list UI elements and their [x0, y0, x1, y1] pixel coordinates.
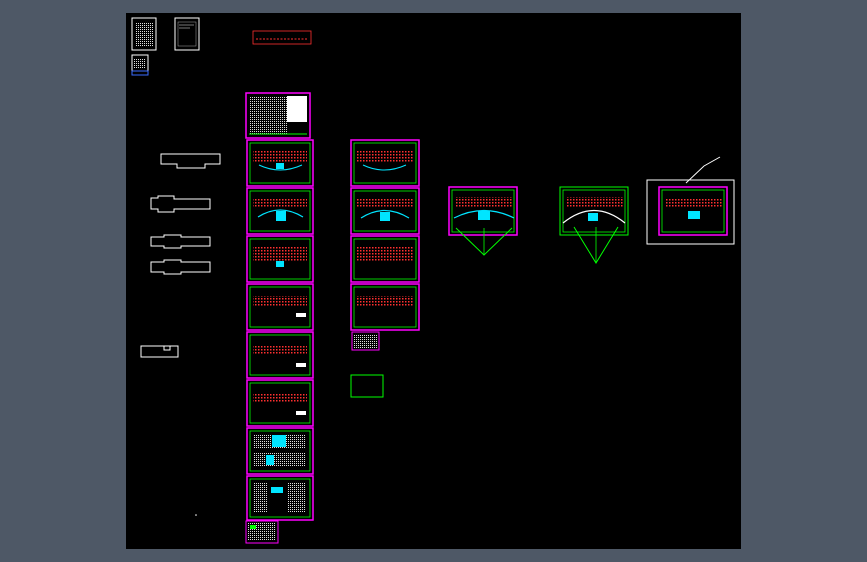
- elevation-sheet-c1-1[interactable]: [246, 427, 314, 475]
- fan-plan-sheet-3-selected[interactable]: [646, 156, 735, 245]
- plan-sheet-c1-6[interactable]: [246, 379, 314, 427]
- section-sheet-c1-1[interactable]: [246, 475, 314, 521]
- plan-sheet-c2-2[interactable]: [350, 187, 420, 235]
- plan-sheet-c2-1[interactable]: [350, 139, 420, 187]
- cad-model-viewport[interactable]: [126, 13, 741, 549]
- plan-sheet-c1-4[interactable]: [246, 283, 314, 331]
- plan-sheet-c1-3[interactable]: [246, 235, 314, 283]
- fan-plan-sheet-2[interactable]: [559, 186, 629, 264]
- building-outline-2[interactable]: [150, 195, 211, 213]
- notes-sheet[interactable]: [245, 92, 311, 139]
- detail-sheet-c2-1[interactable]: [351, 331, 380, 351]
- plan-sheet-c2-4[interactable]: [350, 283, 420, 331]
- plan-sheet-c1-5[interactable]: [246, 331, 314, 379]
- empty-frame-c2[interactable]: [350, 374, 384, 398]
- plan-sheet-c1-1[interactable]: [246, 139, 314, 187]
- detail-sheet-c1-1[interactable]: [245, 520, 279, 544]
- stray-point: [195, 514, 197, 516]
- plan-sheet-c2-3[interactable]: [350, 235, 420, 283]
- cover-sheet-1[interactable]: [131, 17, 157, 51]
- fan-plan-sheet-1[interactable]: [448, 186, 518, 256]
- cover-sheet-2[interactable]: [174, 17, 200, 51]
- building-outline-5[interactable]: [140, 345, 179, 358]
- building-outline-1[interactable]: [160, 153, 221, 169]
- cover-sheet-3[interactable]: [131, 54, 149, 76]
- plan-sheet-c1-2[interactable]: [246, 187, 314, 235]
- cad-drawing-canvas[interactable]: [126, 13, 741, 549]
- building-outline-4[interactable]: [150, 259, 211, 275]
- building-outline-3[interactable]: [150, 234, 211, 249]
- title-block-strip[interactable]: [252, 30, 312, 45]
